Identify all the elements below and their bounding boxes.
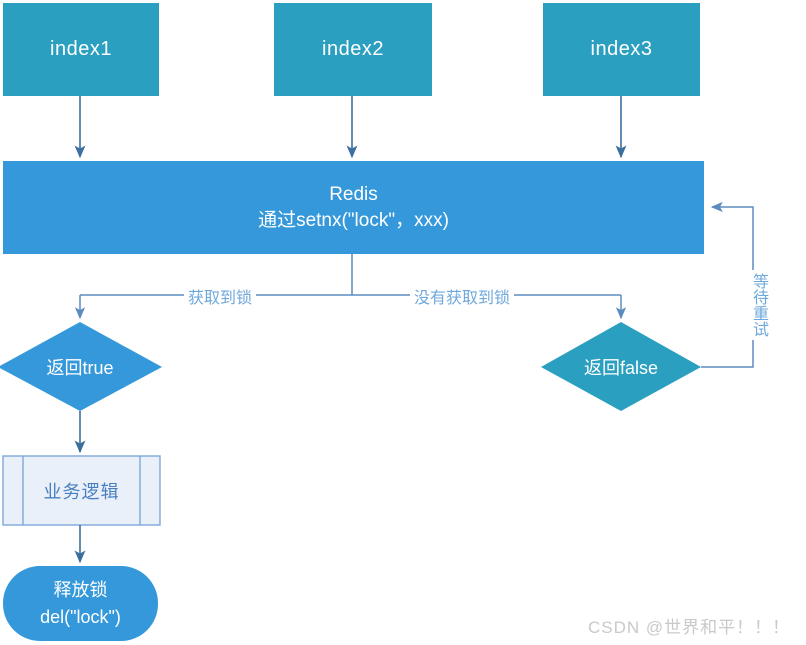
node-release-lock	[3, 566, 158, 641]
node-index2	[274, 3, 432, 96]
edge-retry-loop	[701, 201, 754, 368]
node-index1	[3, 3, 159, 96]
node-return-true	[0, 322, 162, 411]
node-return-false	[541, 322, 701, 411]
node-index3	[543, 3, 700, 96]
node-redis	[3, 161, 704, 254]
node-business-logic	[2, 455, 161, 526]
